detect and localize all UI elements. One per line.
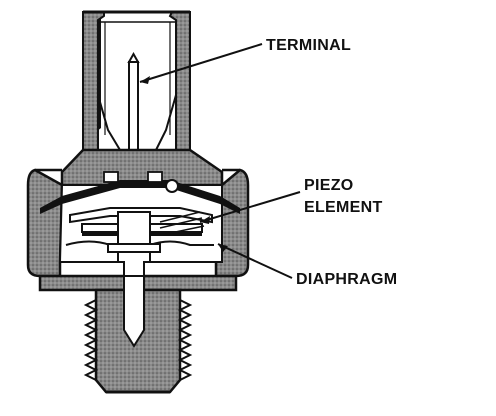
- piezo-label-line2: ELEMENT: [304, 199, 383, 216]
- piezo-element-leader-line: [199, 191, 301, 223]
- callout-leaders: [139, 43, 301, 279]
- terminal-leader-line: [139, 43, 263, 83]
- connector-housing: [82, 10, 191, 151]
- diaphragm-label: DIAPHRAGM: [296, 271, 397, 288]
- terminal-label: TERMINAL: [266, 37, 351, 54]
- piezo-label-line1: PIEZO: [304, 177, 354, 194]
- diaphragm-leader-line: [217, 243, 293, 279]
- threaded-stem: [83, 275, 193, 394]
